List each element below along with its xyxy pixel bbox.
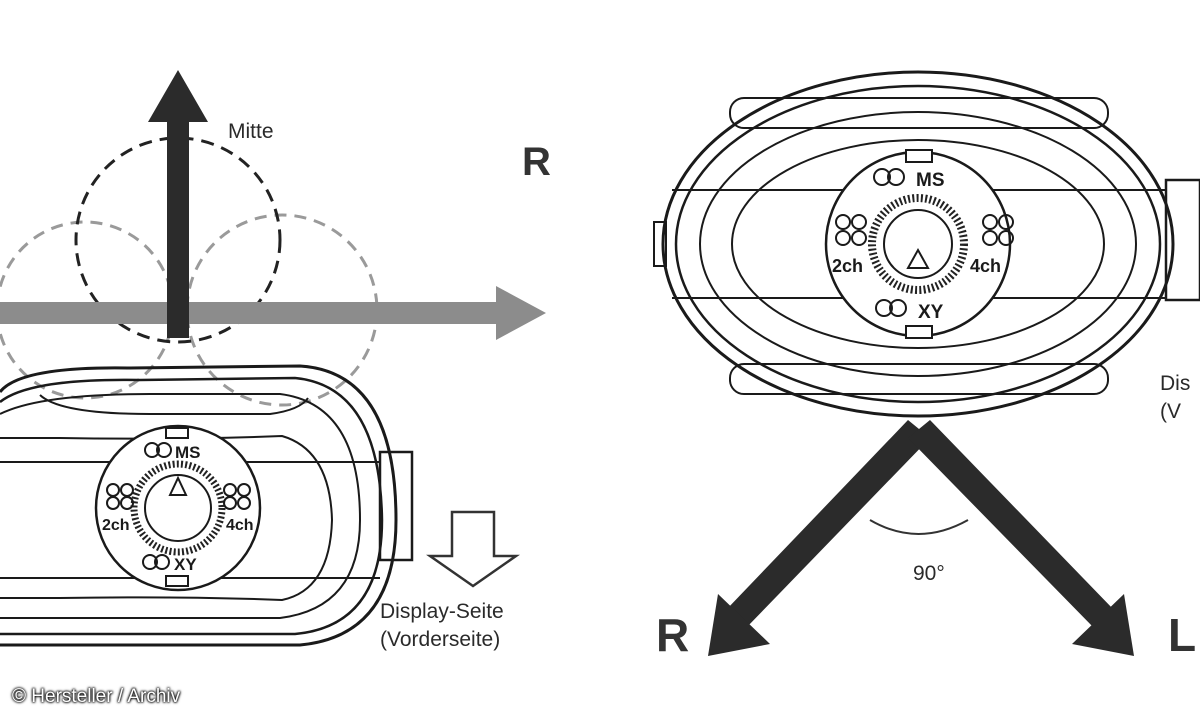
left-diagram: MS 2ch 4ch XY [0, 70, 546, 647]
r-bottom-label: R [656, 609, 690, 661]
mid-pattern-circle [74, 136, 282, 344]
xy-arrows [708, 420, 1134, 656]
selector-dial-right [824, 149, 1014, 339]
angle-label: 90° [913, 562, 945, 585]
microphone-body-left [0, 364, 414, 647]
display-side-label-right: Dis [1160, 372, 1191, 395]
dial-ms-left: MS [175, 443, 201, 462]
dial-4ch-left: 4ch [226, 517, 254, 534]
dial-4ch-right: 4ch [970, 256, 1001, 276]
dial-xy-left: XY [174, 555, 197, 574]
l-axis-arrowhead [1072, 594, 1134, 656]
l-bottom-label: L [1168, 609, 1197, 661]
display-side-arrow-left [426, 510, 520, 588]
dial-2ch-right: 2ch [832, 256, 863, 276]
r-axis-arrowhead [708, 594, 770, 656]
side-axis-arrowhead [496, 286, 546, 340]
front-side-label-left: (Vorderseite) [380, 628, 501, 651]
front-side-label-right: (V [1160, 400, 1181, 423]
mid-axis-shaft [167, 116, 189, 338]
side-axis-shaft [0, 302, 500, 324]
dial-2ch-left: 2ch [102, 517, 130, 534]
display-side-label-left: Display-Seite [380, 600, 504, 623]
r-top-label: R [522, 140, 551, 184]
r-axis-shaft [726, 420, 930, 628]
mitte-label: Mitte [228, 120, 274, 143]
l-axis-shaft [908, 420, 1114, 628]
right-diagram: MS 2ch 4ch XY [653, 70, 1200, 656]
selector-dial-left [94, 424, 262, 592]
image-credit: © Hersteller / Archiv [12, 686, 181, 707]
mid-axis-arrowhead [148, 70, 208, 122]
angle-arc [869, 519, 969, 535]
dial-ms-right: MS [916, 170, 945, 191]
dial-xy-right: XY [918, 302, 944, 323]
